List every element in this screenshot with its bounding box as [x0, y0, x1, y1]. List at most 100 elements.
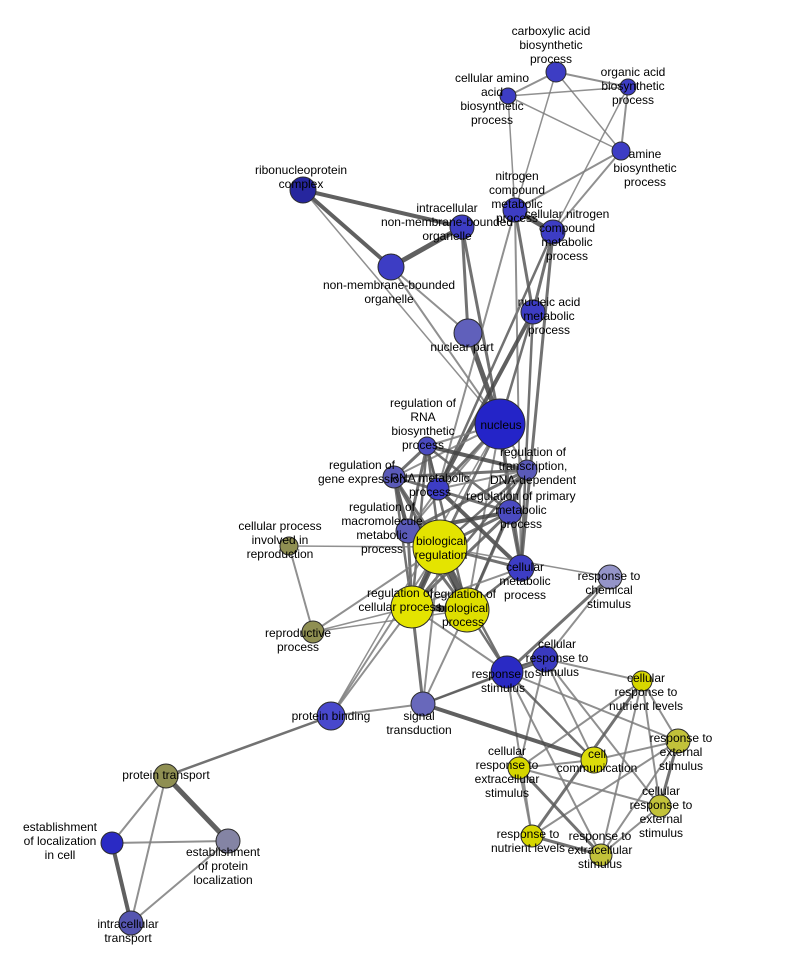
network-node-estloccell[interactable]	[100, 831, 124, 855]
network-edge-cpreprod-reprod[interactable]	[288, 545, 314, 633]
network-edge-proteinbind-signaltrans[interactable]	[330, 703, 424, 717]
network-edge-estloccell-intratrans[interactable]	[110, 841, 133, 925]
network-edge-regtrans-reggene[interactable]	[392, 468, 529, 479]
network-node-rnp[interactable]	[289, 176, 317, 204]
network-edge-carboxylic-amine[interactable]	[555, 71, 622, 152]
network-edge-respext-respextra[interactable]	[600, 740, 679, 856]
network-edge-regrna-regtrans[interactable]	[425, 444, 529, 472]
network-node-nitrogen[interactable]	[502, 197, 528, 223]
network-edge-amine-nitrogen[interactable]	[514, 150, 622, 211]
network-node-respextra[interactable]	[589, 843, 613, 867]
network-node-cellnitrogen[interactable]	[540, 219, 566, 245]
network-edge-proteinbind-prottransport[interactable]	[164, 714, 333, 778]
network-edge-prottransport-intratrans[interactable]	[130, 775, 167, 924]
network-node-proteinbind[interactable]	[316, 701, 346, 731]
network-node-rnametab[interactable]	[426, 477, 450, 501]
network-edge-proteinbind-bioreg[interactable]	[330, 546, 441, 717]
network-edge-respext-respnut[interactable]	[531, 740, 679, 837]
network-edge-cellrespstim-cellcomm[interactable]	[544, 658, 595, 761]
network-node-reprod[interactable]	[301, 620, 325, 644]
network-node-prottransport[interactable]	[153, 763, 179, 789]
network-edge-intraorg-nuclearpart[interactable]	[460, 225, 470, 335]
network-node-cellmetab[interactable]	[507, 554, 535, 582]
network-edge-respext-cellcomm[interactable]	[593, 740, 679, 761]
network-node-respnut[interactable]	[520, 824, 544, 848]
network-edge-estloccell-estprotloc[interactable]	[111, 840, 229, 844]
network-edge-respstim-respnut[interactable]	[506, 671, 533, 837]
network-edge-regrna-regmacro[interactable]	[406, 444, 429, 533]
network-node-cellcomm[interactable]	[580, 746, 608, 774]
network-edge-rnp-intraorg[interactable]	[301, 188, 464, 229]
network-edge-nmborg-nuclearpart[interactable]	[390, 266, 469, 334]
network-edge-intraorg-nucleus[interactable]	[460, 225, 502, 426]
network-node-respext[interactable]	[665, 728, 691, 754]
network-node-nucleicacid[interactable]	[520, 299, 546, 325]
network-node-regrna[interactable]	[417, 436, 437, 456]
network-node-bioreg[interactable]	[412, 519, 468, 575]
network-edge-proteinbind-regcell[interactable]	[330, 606, 413, 717]
network-edge-cellrespnut-cellrespext[interactable]	[641, 680, 661, 807]
network-node-amino[interactable]	[499, 87, 517, 105]
network-edge-cellrespnut-cellrespextra[interactable]	[518, 680, 643, 769]
network-edge-organic-amino[interactable]	[507, 86, 629, 97]
network-edge-cellrespextra-cellrespext[interactable]	[518, 767, 661, 807]
network-edge-nmborg-nucleus[interactable]	[390, 266, 501, 425]
network-edge-cellrespstim-cellrespext[interactable]	[544, 658, 661, 807]
network-node-intratrans[interactable]	[118, 910, 144, 936]
network-node-amine[interactable]	[611, 141, 631, 161]
network-edge-nucleicacid-rnametab[interactable]	[436, 310, 535, 491]
network-node-cpreprod[interactable]	[279, 536, 299, 556]
network-edge-cellrespextra-respnut[interactable]	[518, 767, 533, 837]
network-edge-cellrespextra-respextra[interactable]	[517, 766, 603, 857]
network-edge-cellnitrogen-nucleicacid[interactable]	[531, 230, 555, 314]
network-edge-amine-cellnitrogen[interactable]	[552, 150, 622, 233]
network-node-regbio[interactable]	[444, 587, 490, 633]
network-node-regtrans[interactable]	[516, 459, 538, 481]
network-edge-organic-cellnitrogen[interactable]	[552, 86, 629, 233]
network-node-cellrespextra[interactable]	[507, 756, 531, 780]
network-edge-carboxylic-nitrogen[interactable]	[514, 71, 557, 211]
network-node-regcell[interactable]	[390, 585, 434, 629]
network-edge-respchem-respstim[interactable]	[505, 575, 612, 674]
network-edge-amino-nitrogen[interactable]	[507, 95, 516, 211]
network-edge-nitrogen-rnametab[interactable]	[437, 209, 516, 490]
network-edge-cellnitrogen-cellmetab[interactable]	[519, 230, 555, 570]
network-edge-proteinbind-nucleus[interactable]	[330, 423, 501, 717]
network-edge-respstim-cellcomm[interactable]	[505, 670, 596, 762]
network-edge-cellcomm-signaltrans[interactable]	[421, 702, 596, 762]
network-edge-cellrespstim-cellrespextra[interactable]	[518, 658, 546, 769]
network-node-nmborg[interactable]	[377, 253, 405, 281]
network-edge-prottransport-estloccell[interactable]	[111, 775, 167, 844]
network-edge-prottransport-estprotloc[interactable]	[163, 773, 231, 844]
network-edge-carboxylic-organic[interactable]	[555, 71, 629, 88]
network-edge-reprod-regbio[interactable]	[312, 609, 468, 633]
network-edge-rnp-nmborg[interactable]	[301, 188, 393, 269]
network-edge-reggene-regprimary[interactable]	[392, 475, 512, 514]
network-node-respstim[interactable]	[490, 655, 524, 689]
network-node-nuclearpart[interactable]	[453, 318, 483, 348]
network-node-signaltrans[interactable]	[410, 691, 436, 717]
network-node-respchem[interactable]	[597, 564, 623, 590]
network-edge-cellrespstim-cellrespnut[interactable]	[544, 658, 643, 682]
network-node-intraorg[interactable]	[449, 214, 475, 240]
network-edge-intraorg-nmborg[interactable]	[388, 224, 465, 270]
network-edge-respchem-cellrespstim[interactable]	[544, 576, 611, 660]
network-node-reggene[interactable]	[382, 465, 406, 489]
network-edge-intratrans-estprotloc[interactable]	[130, 840, 229, 924]
network-edge-cellrespnut-respextra[interactable]	[600, 680, 643, 856]
network-node-regprimary[interactable]	[497, 499, 523, 525]
network-node-cellrespext[interactable]	[648, 794, 672, 818]
network-node-cellrespnut[interactable]	[631, 670, 653, 692]
network-edge-amino-amine[interactable]	[507, 95, 622, 152]
network-node-organic[interactable]	[619, 78, 637, 96]
network-edge-regtrans-rnametab[interactable]	[437, 469, 528, 490]
network-edge-respnut-respextra[interactable]	[530, 834, 603, 857]
network-edge-nucleicacid-cellmetab[interactable]	[519, 310, 535, 570]
network-node-carboxylic[interactable]	[545, 61, 567, 83]
network-edge-nitrogen-nucleicacid[interactable]	[513, 208, 535, 314]
network-node-estprotloc[interactable]	[215, 828, 241, 854]
network-edge-regtrans-regcell[interactable]	[410, 468, 529, 609]
network-node-nucleus[interactable]	[474, 398, 526, 450]
